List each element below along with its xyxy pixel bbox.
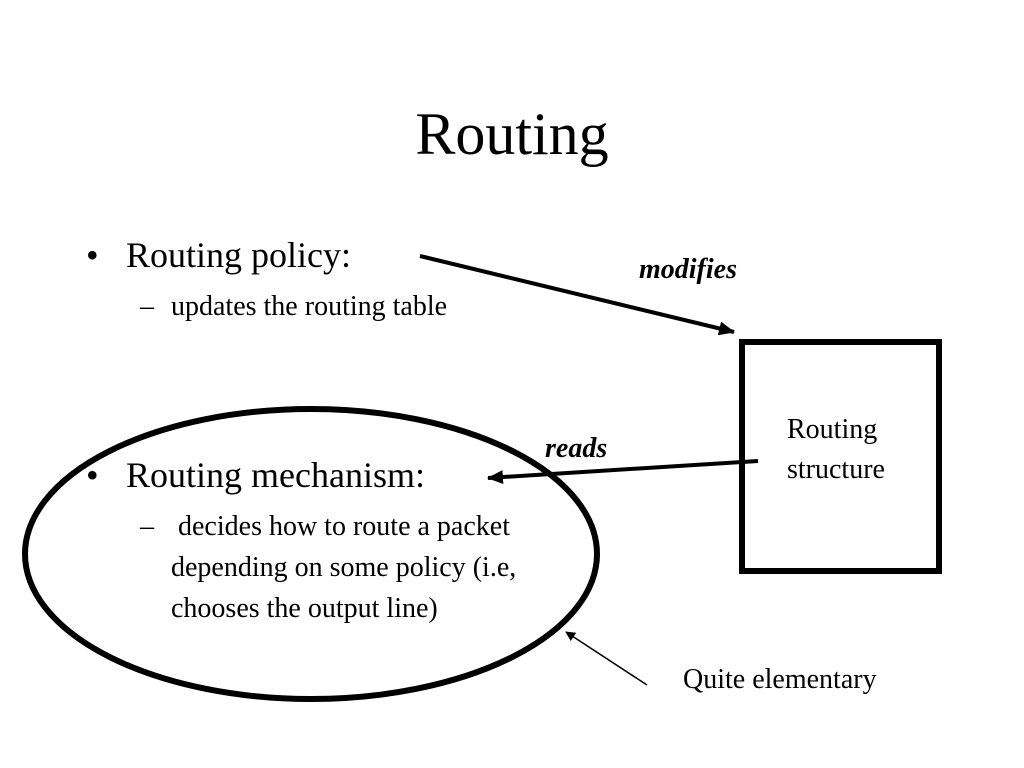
reads-label: reads: [545, 433, 608, 464]
modifies-arrow: [419, 254, 735, 336]
slide-title: Routing: [415, 101, 609, 167]
sub-bullet-line: decides how to route a packet: [171, 511, 510, 542]
reads-arrow: [487, 459, 759, 485]
quite-elementary-note: Quite elementary: [683, 664, 877, 695]
sub-bullet-text: updates the routing table: [171, 291, 448, 322]
sub-bullet-text: decides how to route a packet depending …: [171, 506, 611, 629]
bullet-routing-policy: • Routing policy:: [86, 233, 351, 277]
routing-structure-label: Routing structure: [787, 410, 927, 490]
bullet-routing-mechanism: • Routing mechanism:: [86, 453, 425, 497]
mechanism-highlight-ellipse: [22, 406, 600, 702]
bullet-dot: •: [86, 455, 99, 495]
routing-structure-box: [739, 339, 942, 574]
sub-dash: –: [140, 291, 154, 322]
bullet-label: Routing mechanism:: [126, 455, 425, 495]
bullet-dot: •: [86, 235, 99, 275]
box-line: Routing: [787, 414, 878, 445]
sub-bullet-line: depending on some policy (i.e,: [171, 552, 517, 583]
sub-bullet-line: chooses the output line): [171, 593, 438, 624]
note-pointer-arrow: [565, 631, 648, 686]
box-line: structure: [787, 454, 885, 485]
bullet-label: Routing policy:: [126, 235, 351, 275]
sub-dash: –: [140, 511, 154, 542]
modifies-label: modifies: [639, 254, 737, 285]
